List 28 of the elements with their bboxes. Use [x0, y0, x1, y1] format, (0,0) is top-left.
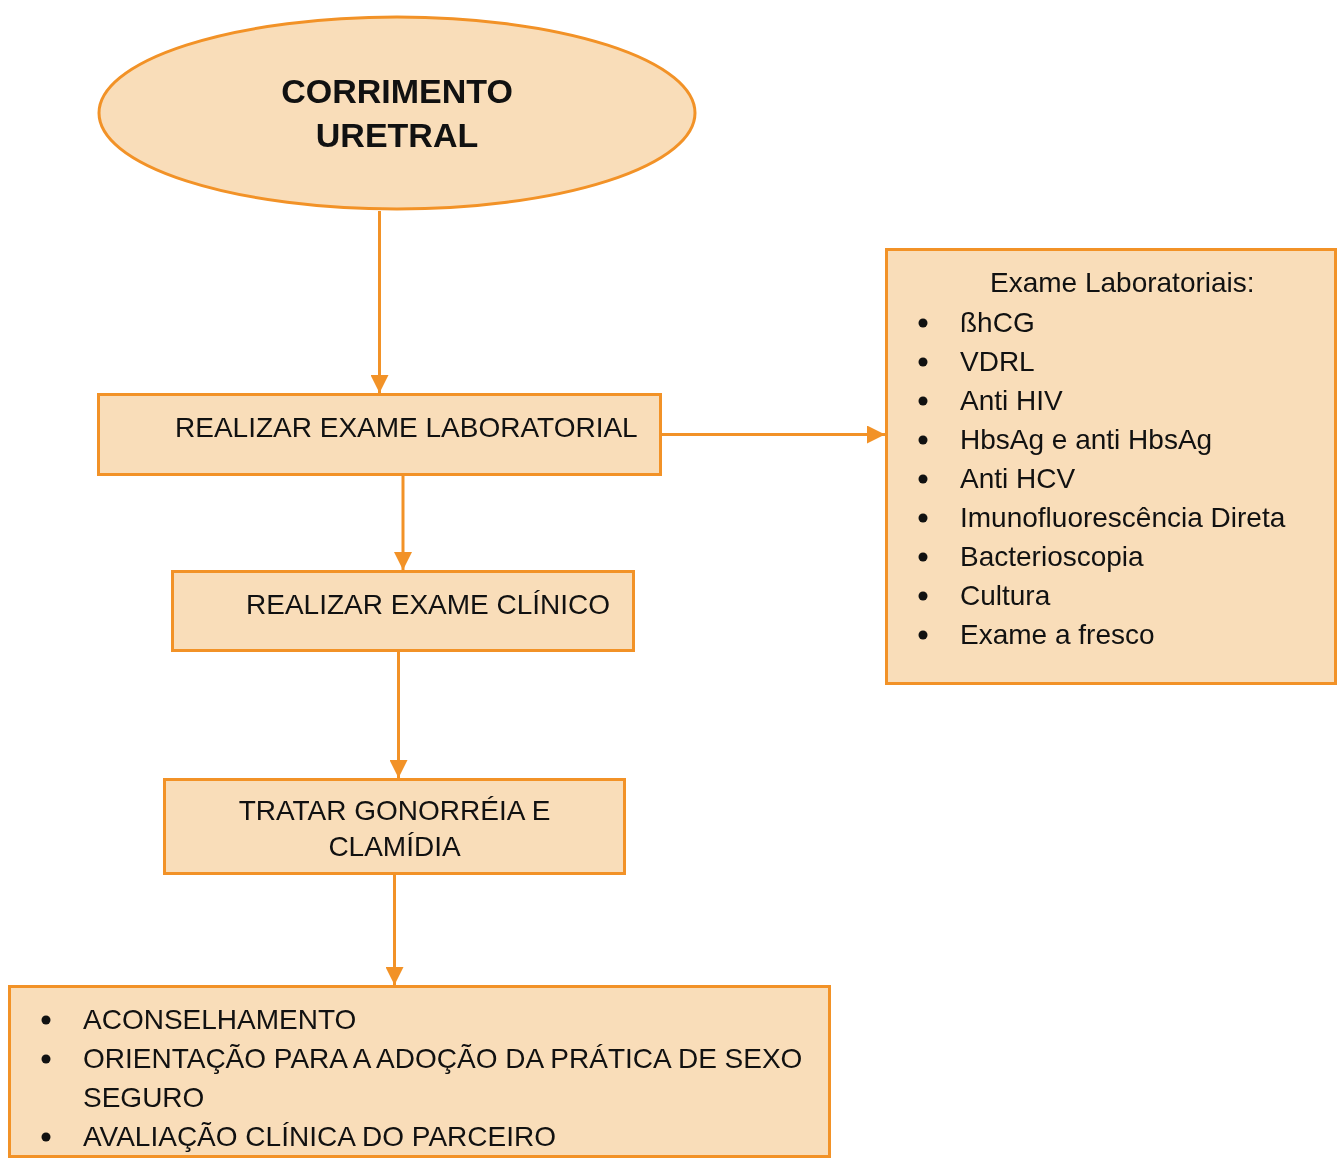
list-item: Cultura [960, 579, 1052, 613]
list-item: ORIENTAÇÃO PARA A ADOÇÃO DA PRÁTICA DE SEXO SEGURO [83, 1042, 804, 1115]
start-ellipse [97, 15, 697, 211]
arrow [662, 425, 885, 444]
list-heading: Exame Laboratoriais: [990, 266, 1256, 300]
list-item: Bacterioscopia [960, 540, 1145, 574]
process-box [171, 570, 635, 652]
process-box [97, 393, 662, 476]
arrow [385, 875, 404, 985]
list-item: AVALIAÇÃO CLÍNICA DO PARCEIRO [83, 1120, 557, 1154]
list-item: Exame a fresco [960, 618, 1156, 652]
step-text: TRATAR GONORRÉIA E CLAMÍDIA [237, 794, 552, 865]
list-item: ßhCG [960, 306, 1036, 340]
arrow [389, 652, 408, 778]
list-box [8, 985, 831, 1158]
list-item: Anti HCV [960, 462, 1077, 496]
list-item: VDRL [960, 345, 1036, 379]
step-text: REALIZAR EXAME CLÍNICO [246, 588, 612, 622]
list-item: Anti HIV [960, 384, 1064, 418]
arrow [394, 476, 412, 570]
list-item: Imunofluorescência Direta [960, 501, 1287, 535]
step-text: REALIZAR EXAME LABORATORIAL [175, 411, 639, 445]
list-item: ACONSELHAMENTO [83, 1003, 358, 1037]
list-item: HbsAg e anti HbsAg [960, 423, 1214, 457]
list-box [885, 248, 1337, 685]
arrow [370, 211, 389, 393]
process-box [163, 778, 626, 875]
title-text: CORRIMENTO URETRAL [280, 70, 514, 156]
